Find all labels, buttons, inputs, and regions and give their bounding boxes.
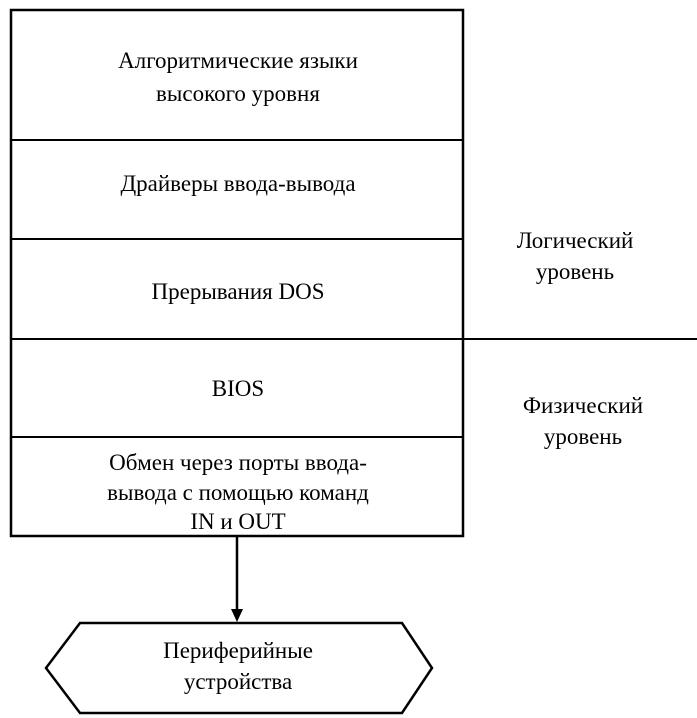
layer-label-line: IN и OUT xyxy=(190,509,285,534)
arrow-down-icon xyxy=(231,609,243,622)
physical-level-label-line: Физический xyxy=(523,393,643,418)
layer-bios: BIOS xyxy=(212,376,264,401)
peripherals-node: Периферийные устройства xyxy=(44,621,434,715)
peripherals-label-line: устройства xyxy=(184,669,292,694)
layer-high-level-languages: Алгоритмические языки высокого уровня xyxy=(118,48,358,106)
layer-label-line: BIOS xyxy=(212,376,264,401)
logical-level-label-line: уровень xyxy=(536,259,614,284)
layer-label-line: Драйверы ввода-вывода xyxy=(120,171,355,196)
peripherals-label-line: Периферийные xyxy=(163,638,313,663)
peripherals-hexagon xyxy=(44,621,434,715)
layer-label-line: вывода с помощью команд xyxy=(107,480,369,505)
physical-level-label-line: уровень xyxy=(544,424,622,449)
logical-level-label-line: Логический xyxy=(517,228,634,253)
layer-dos-interrupts: Прерывания DOS xyxy=(152,279,325,304)
layer-label-line: Обмен через порты ввода- xyxy=(109,450,367,475)
layer-port-exchange: Обмен через порты ввода- вывода с помощь… xyxy=(107,450,369,534)
layer-label-line: Алгоритмические языки xyxy=(118,48,358,73)
physical-level-label: Физический уровень xyxy=(523,393,643,449)
layer-label-line: высокого уровня xyxy=(156,81,320,106)
layer-label-line: Прерывания DOS xyxy=(152,279,325,304)
logical-level-label: Логический уровень xyxy=(517,228,634,284)
layer-io-drivers: Драйверы ввода-вывода xyxy=(120,171,355,196)
